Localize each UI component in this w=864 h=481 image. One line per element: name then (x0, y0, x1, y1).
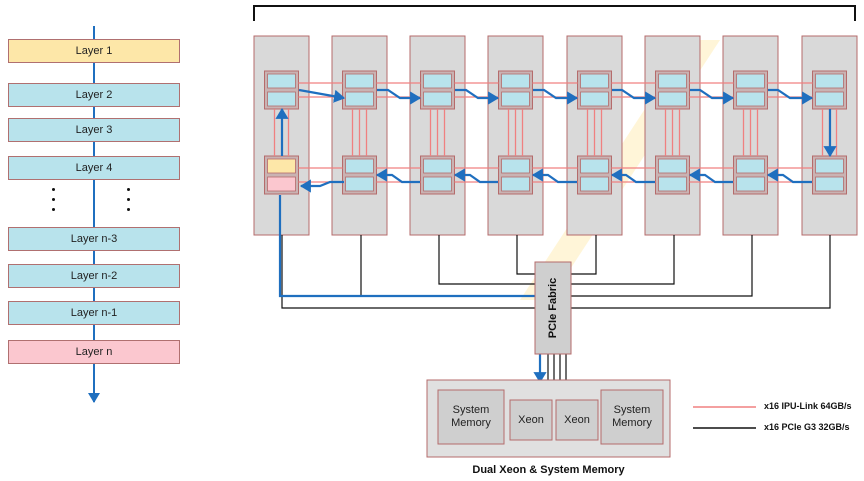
pcie-cable-8 (571, 235, 831, 309)
ipu-tile-bottom-a-8 (815, 158, 844, 174)
ellipsis-left (52, 188, 56, 211)
ipu-tile-top-b-7 (736, 91, 765, 107)
memory-left-box (437, 389, 505, 445)
layer-4: Layer 4 (8, 156, 180, 180)
ipu-tile-bottom-b-8 (815, 176, 844, 192)
layer-n-3: Layer n-3 (8, 227, 180, 251)
ipu-tile-top-b-4 (501, 91, 530, 107)
ipu-tile-bottom-b-6 (658, 176, 687, 192)
ipu-tile-top-b-8 (815, 91, 844, 107)
ipu-tile-bottom-b-7 (736, 176, 765, 192)
ipu-tile-bottom-b-3 (423, 176, 452, 192)
data-flow-arrow-14 (375, 168, 420, 184)
ipu-tile-bottom-a-5 (580, 158, 609, 174)
top-bracket (253, 5, 856, 21)
data-flow-arrow-1 (298, 88, 346, 103)
ipu-tile-last-layer (267, 176, 296, 192)
memory-right-box (600, 389, 664, 445)
data-flow-arrow-4 (533, 88, 579, 105)
ipu-tile-bottom-a-6 (658, 158, 687, 174)
ipu-tile-top-b-5 (580, 91, 609, 107)
pcie-cable-6 (571, 235, 675, 285)
ipu-tile-bottom-a-4 (501, 158, 530, 174)
data-flow-arrow-9 (766, 168, 812, 184)
data-flow-arrow-15 (299, 179, 344, 193)
ipu-tile-top-a-8 (815, 73, 844, 89)
memory-left-label: System Memory (451, 404, 491, 429)
data-flow-arrow-6 (690, 88, 735, 105)
pcie-cable-3 (438, 235, 535, 285)
pcie-cable-1 (281, 235, 535, 309)
legend-ipu-link-label: x16 IPU-Link 64GB/s (764, 401, 852, 411)
layer-n-2: Layer n-2 (8, 264, 180, 288)
pcie-fabric-label: PCIe Fabric (547, 277, 559, 339)
data-flow-arrow-12 (531, 168, 577, 184)
ipu-tile-bottom-a-7 (736, 158, 765, 174)
ipu-tile-bottom-b-4 (501, 176, 530, 192)
ipu-tile-top-a-1 (267, 73, 296, 89)
data-flow-arrow-10 (688, 168, 733, 184)
pcie-cable-5 (571, 235, 597, 275)
ipu-tile-top-a-3 (423, 73, 452, 89)
data-flow-arrow-3 (455, 88, 500, 105)
legend-pcie-label: x16 PCIe G3 32GB/s (764, 422, 850, 432)
data-flow-arrow-13 (453, 168, 498, 184)
xeon-right-label: Xeon (564, 413, 590, 426)
data-flow-arrow-2 (377, 88, 422, 105)
ipu-tile-top-b-2 (345, 91, 374, 107)
ipu-tile-bottom-a-2 (345, 158, 374, 174)
xeon-left-label: Xeon (518, 413, 544, 426)
ipu-tile-top-b-1 (267, 91, 296, 107)
ipu-tile-top-a-2 (345, 73, 374, 89)
ipu-tile-top-a-7 (736, 73, 765, 89)
pcie-fabric-switch (534, 261, 572, 355)
ipu-tile-bottom-a-3 (423, 158, 452, 174)
ipu-tile-top-a-5 (580, 73, 609, 89)
data-flow-arrow-11 (610, 168, 655, 184)
xeon-left-box (509, 399, 553, 441)
memory-right-label: System Memory (612, 404, 652, 429)
data-flow-arrow-7 (768, 88, 814, 105)
ipu-tile-bottom-b-2 (345, 176, 374, 192)
pcie-cable-4 (516, 235, 535, 275)
pcie-cable-7 (571, 235, 753, 297)
ipu-tile-bottom-b-5 (580, 176, 609, 192)
ipu-tile-top-b-6 (658, 91, 687, 107)
layer-1: Layer 1 (8, 39, 180, 63)
data-flow-arrow-5 (612, 88, 657, 105)
pcie-cable-2 (360, 235, 535, 297)
ipu-tile-top-b-3 (423, 91, 452, 107)
ipu-tile-first-layer (267, 158, 296, 174)
layer-n: Layer n (8, 340, 180, 364)
host-caption: Dual Xeon & System Memory (472, 464, 625, 476)
xeon-right-box (555, 399, 599, 441)
layer-3: Layer 3 (8, 118, 180, 142)
layer-n-1: Layer n-1 (8, 301, 180, 325)
layer-2: Layer 2 (8, 83, 180, 107)
ellipsis-right (127, 188, 131, 211)
ipu-tile-top-a-6 (658, 73, 687, 89)
ipu-tile-top-a-4 (501, 73, 530, 89)
